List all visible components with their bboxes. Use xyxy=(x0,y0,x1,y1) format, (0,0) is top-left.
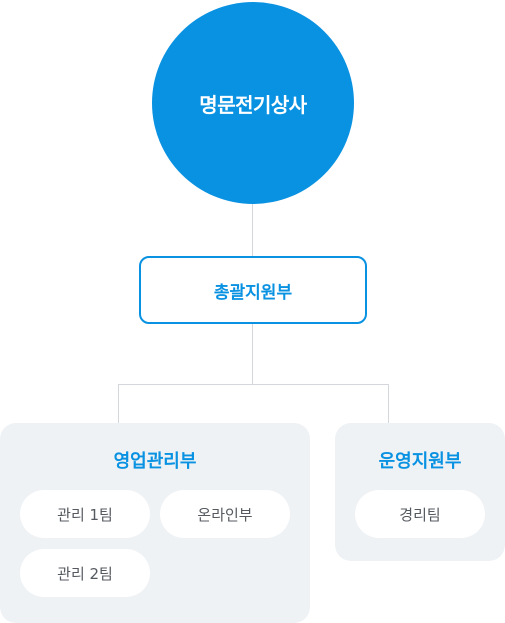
connector-left-dept xyxy=(118,384,119,424)
hq-node: 총괄지원부 xyxy=(139,256,367,324)
team-pill: 경리팀 xyxy=(355,490,485,538)
connector-right-dept xyxy=(388,384,389,424)
connector-ceo-hq xyxy=(252,204,253,256)
ceo-node: 명문전기상사 xyxy=(152,2,354,204)
ceo-label: 명문전기상사 xyxy=(199,92,307,117)
team-pill: 관리 1팀 xyxy=(20,490,150,538)
connector-horizontal xyxy=(118,384,389,385)
dept-title: 영업관리부 xyxy=(113,451,197,472)
dept-operations-support: 운영지원부 경리팀 xyxy=(335,423,505,561)
dept-sales-management: 영업관리부 관리 1팀 온라인부 관리 2팀 xyxy=(0,423,310,623)
team-pill: 온라인부 xyxy=(160,490,290,538)
connector-hq-down xyxy=(252,324,253,384)
hq-label: 총괄지원부 xyxy=(213,282,293,303)
dept-title: 운영지원부 xyxy=(378,451,462,472)
team-pill: 관리 2팀 xyxy=(20,549,150,597)
